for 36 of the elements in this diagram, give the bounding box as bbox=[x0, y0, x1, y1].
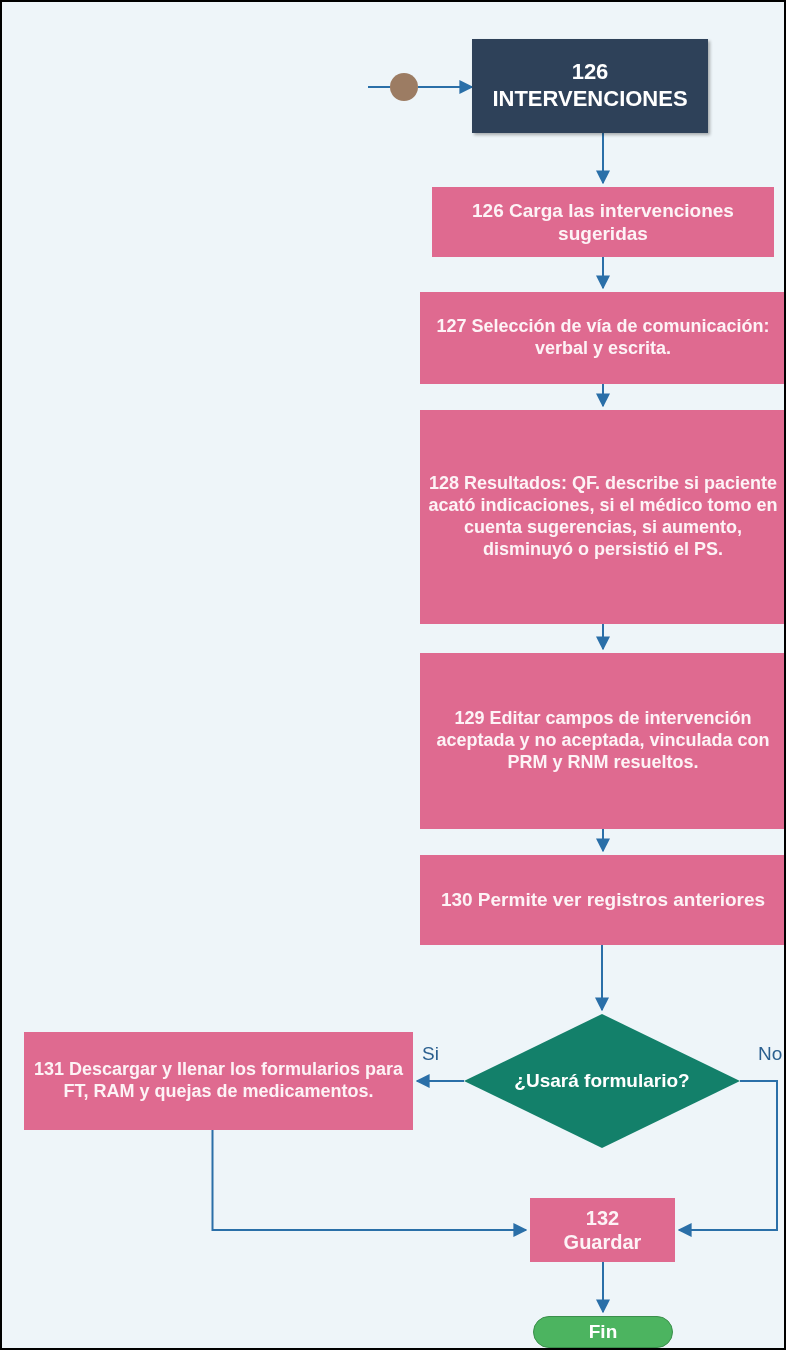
process-box bbox=[420, 653, 784, 829]
end-terminal bbox=[533, 1316, 673, 1348]
connector-line bbox=[367, 86, 391, 88]
arrow bbox=[415, 1074, 465, 1088]
process-box bbox=[420, 410, 784, 624]
node-text: 127 Selección de vía de comunicación: verbal y escrita. bbox=[435, 316, 771, 360]
arrow bbox=[596, 828, 610, 853]
arrow bbox=[595, 944, 609, 1012]
arrow bbox=[596, 623, 610, 651]
node-text: 129 Editar campos de intervención aceptada y no aceptada, vinculada con PRM y RNM resueltos. bbox=[435, 708, 771, 774]
node-text: Fin bbox=[587, 1320, 619, 1344]
process-box bbox=[24, 1032, 413, 1130]
arrow bbox=[417, 80, 474, 94]
arrow bbox=[596, 1261, 610, 1314]
arrow bbox=[596, 132, 610, 185]
decision-diamond bbox=[464, 1014, 740, 1148]
process-box bbox=[420, 292, 784, 384]
node-text: 126 Carga las intervenciones sugeridas bbox=[471, 198, 735, 246]
process-box bbox=[420, 855, 784, 945]
node-text: ¿Usará formulario? bbox=[513, 1069, 691, 1093]
node-text: 126 bbox=[570, 59, 610, 86]
arrow bbox=[211, 1129, 528, 1237]
process-box bbox=[530, 1198, 675, 1262]
node-text: INTERVENCIONES bbox=[491, 86, 689, 113]
node-text: 131 Descargar y llenar los formularios para FT, RAM y quejas de medicamentos. bbox=[32, 1059, 405, 1103]
edge-label: No bbox=[756, 1044, 784, 1063]
node-text: 132 bbox=[584, 1205, 621, 1230]
arrow bbox=[677, 1080, 778, 1237]
arrow bbox=[596, 256, 610, 290]
header-box bbox=[472, 39, 708, 133]
arrow bbox=[596, 383, 610, 408]
node-text: 130 Permite ver registros anteriores bbox=[439, 888, 767, 912]
edge-label: Si bbox=[420, 1044, 441, 1063]
process-box bbox=[432, 187, 774, 257]
node-text: 128 Resultados: QF. describe si paciente acató indicaciones, si el médico tomo en cuenta sugerencias, si aumento, disminuyó o persistió el PS. bbox=[427, 473, 779, 561]
node-text: Guardar bbox=[562, 1230, 643, 1255]
